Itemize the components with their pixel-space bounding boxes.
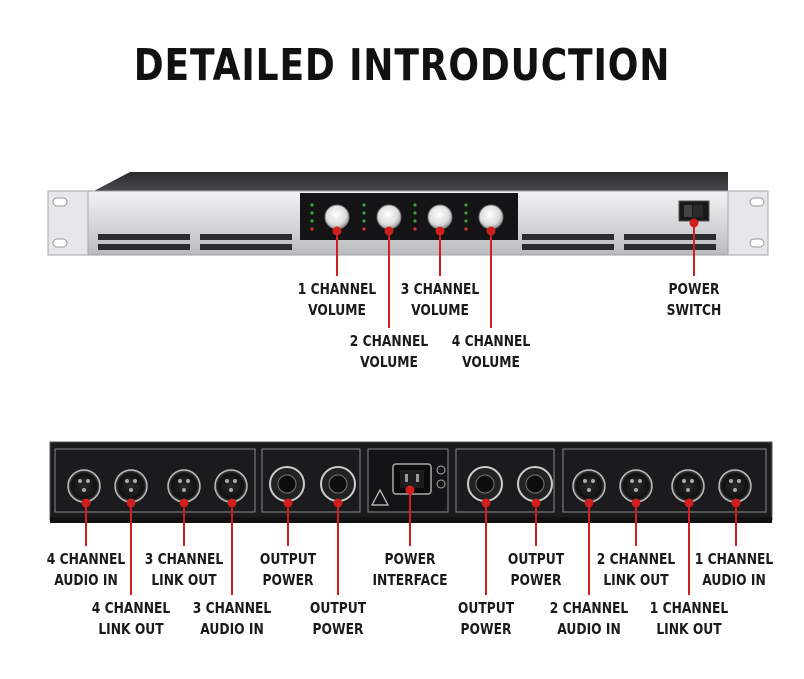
pointer-lines	[81, 218, 741, 595]
page-title: DETAILED INTRODUCTION	[133, 40, 671, 91]
front-panel	[47, 172, 769, 256]
rear-panel	[49, 441, 773, 523]
